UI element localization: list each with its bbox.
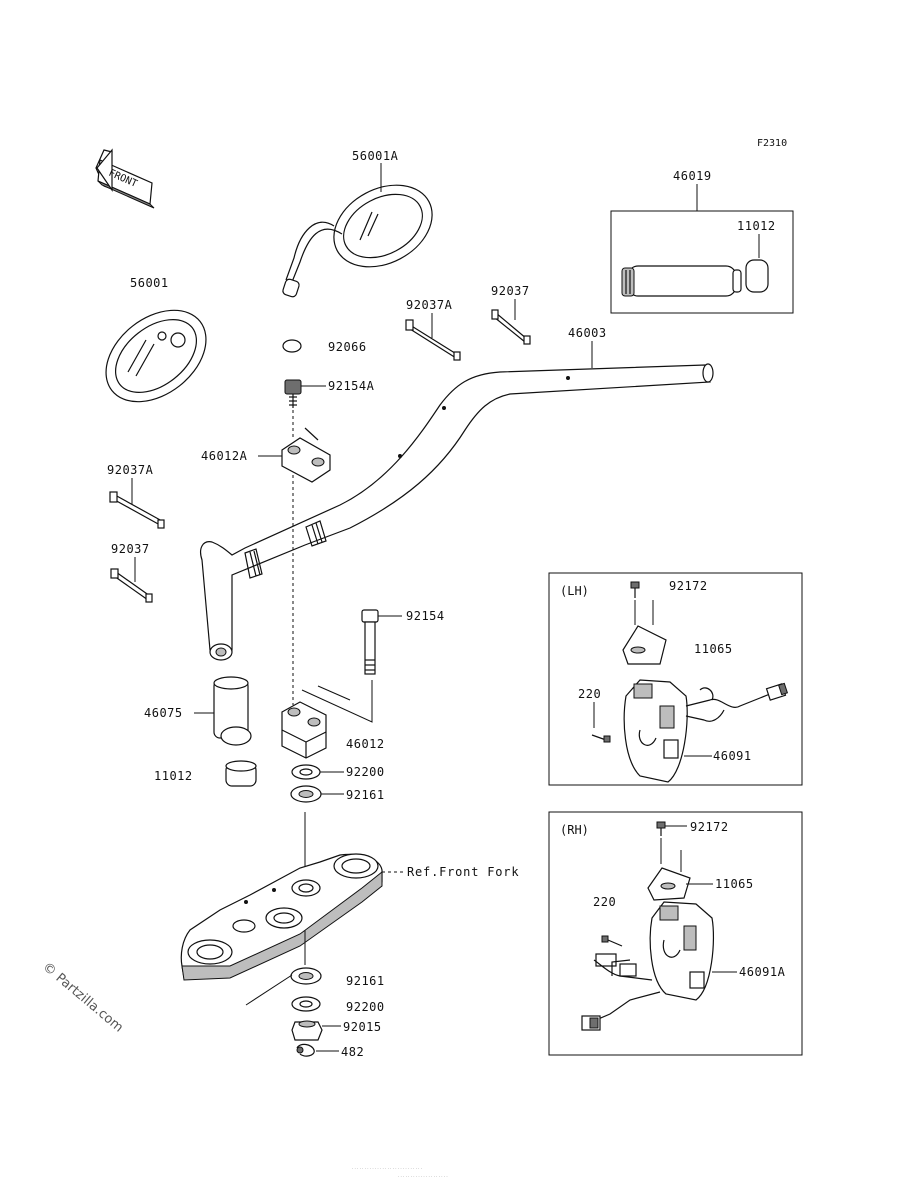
bolt-92154 <box>361 609 379 675</box>
throttle-grip <box>621 259 769 297</box>
screw-92172-rh <box>656 821 666 836</box>
footer-line-2: · · · · · · · · · · · · · · · · · · · · <box>398 1174 448 1179</box>
label-482: 482 <box>341 1045 364 1059</box>
label-92066: 92066 <box>328 340 367 354</box>
label-56001A: 56001A <box>352 149 399 163</box>
mirror-right <box>282 184 433 298</box>
front-arrow-icon: FRONT <box>95 148 155 209</box>
plate-11065-lh <box>622 625 667 665</box>
rh-box-title: (RH) <box>560 823 589 837</box>
label-92172-lh: 92172 <box>669 579 708 593</box>
label-92200-lower: 92200 <box>346 1000 385 1014</box>
washer-92161-upper <box>290 785 322 803</box>
cap-92066 <box>282 339 302 353</box>
lh-box-title: (LH) <box>560 584 589 598</box>
mirror-left <box>105 309 207 403</box>
lower-holder-46012 <box>281 701 327 759</box>
label-92161-lower: 92161 <box>346 974 385 988</box>
grip-box <box>610 210 794 314</box>
label-46091: 46091 <box>713 749 752 763</box>
label-92037-left: 92037 <box>111 542 150 556</box>
label-92015: 92015 <box>343 1020 382 1034</box>
cable-tie-92037-top <box>491 309 531 345</box>
cable-tie-92037-left <box>110 568 153 603</box>
upper-clamp-46012A <box>281 427 331 483</box>
label-46003: 46003 <box>568 326 607 340</box>
label-92037A-top: 92037A <box>406 298 453 312</box>
label-220-rh: 220 <box>593 895 616 909</box>
lh-switch-box <box>548 572 803 786</box>
label-11065-lh: 11065 <box>694 642 733 656</box>
triple-clamp <box>180 853 383 981</box>
screw-220-rh <box>601 935 623 947</box>
grip-46075 <box>213 676 252 746</box>
label-92200-upper: 92200 <box>346 765 385 779</box>
label-11012-top: 11012 <box>737 219 776 233</box>
label-46075: 46075 <box>144 706 183 720</box>
label-92037-top: 92037 <box>491 284 530 298</box>
plate-11065-rh <box>647 867 691 901</box>
label-11065-rh: 11065 <box>715 877 754 891</box>
diagram-code: F2310 <box>757 138 787 149</box>
cable-tie-92037A-top <box>405 319 461 361</box>
label-46019: 46019 <box>673 169 712 183</box>
label-92172-rh: 92172 <box>690 820 729 834</box>
ref-front-fork: Ref.Front Fork <box>407 865 519 879</box>
label-56001: 56001 <box>130 276 169 290</box>
label-46012: 46012 <box>346 737 385 751</box>
label-92161-upper: 92161 <box>346 788 385 802</box>
label-92154: 92154 <box>406 609 445 623</box>
switch-housing-46091A <box>581 901 715 1031</box>
label-92154A: 92154A <box>328 379 375 393</box>
label-92037A-left: 92037A <box>107 463 154 477</box>
washer-92200-lower <box>291 996 321 1012</box>
washer-92161-lower <box>290 967 322 985</box>
footer-line-1: · · · · · · · · · · · · · · · · · · · · … <box>352 1166 422 1171</box>
cable-tie-92037A-left <box>109 491 165 529</box>
washer-92200-upper <box>291 764 321 780</box>
switch-housing-46091 <box>623 679 789 783</box>
label-220-lh: 220 <box>578 687 601 701</box>
handlebar <box>200 363 714 661</box>
nut-92015 <box>291 1020 323 1041</box>
watermark: © Partzilla.com <box>39 960 125 1036</box>
screw-220-lh <box>591 734 611 743</box>
screw-92172-lh <box>630 581 640 598</box>
bolt-92154A <box>284 379 302 408</box>
label-11012-bottom: 11012 <box>154 769 193 783</box>
end-cap-11012 <box>225 760 257 787</box>
pin-482 <box>296 1043 315 1057</box>
rh-switch-box <box>548 811 803 1056</box>
label-46091A: 46091A <box>739 965 786 979</box>
label-46012A: 46012A <box>201 449 248 463</box>
